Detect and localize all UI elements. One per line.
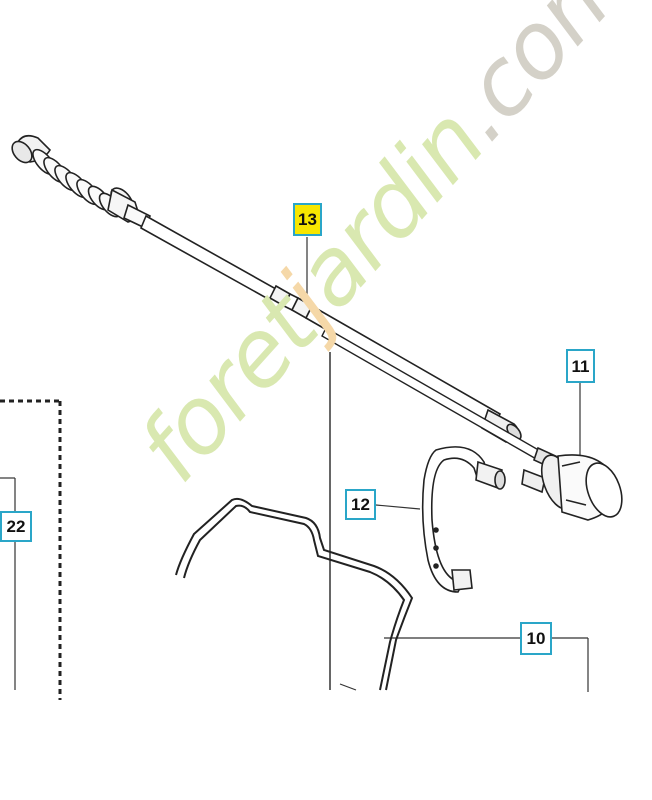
callout-10[interactable]: 10 bbox=[520, 622, 552, 655]
wire-bracket-10 bbox=[175, 497, 414, 691]
primer-bulb-11 bbox=[521, 446, 623, 521]
callout-22[interactable]: 22 bbox=[0, 511, 32, 542]
callout-13[interactable]: 13 bbox=[293, 203, 322, 236]
dashed-assembly-border bbox=[0, 399, 62, 700]
rod-13 bbox=[139, 214, 522, 443]
leader-line-12 bbox=[375, 504, 421, 510]
rod-11-shaft bbox=[321, 327, 543, 461]
spring-hose-end bbox=[11, 134, 152, 230]
hook-pipe-12 bbox=[421, 446, 506, 593]
leader-line-10 bbox=[384, 637, 589, 692]
callout-11[interactable]: 11 bbox=[566, 349, 595, 383]
callout-12[interactable]: 12 bbox=[345, 489, 376, 520]
